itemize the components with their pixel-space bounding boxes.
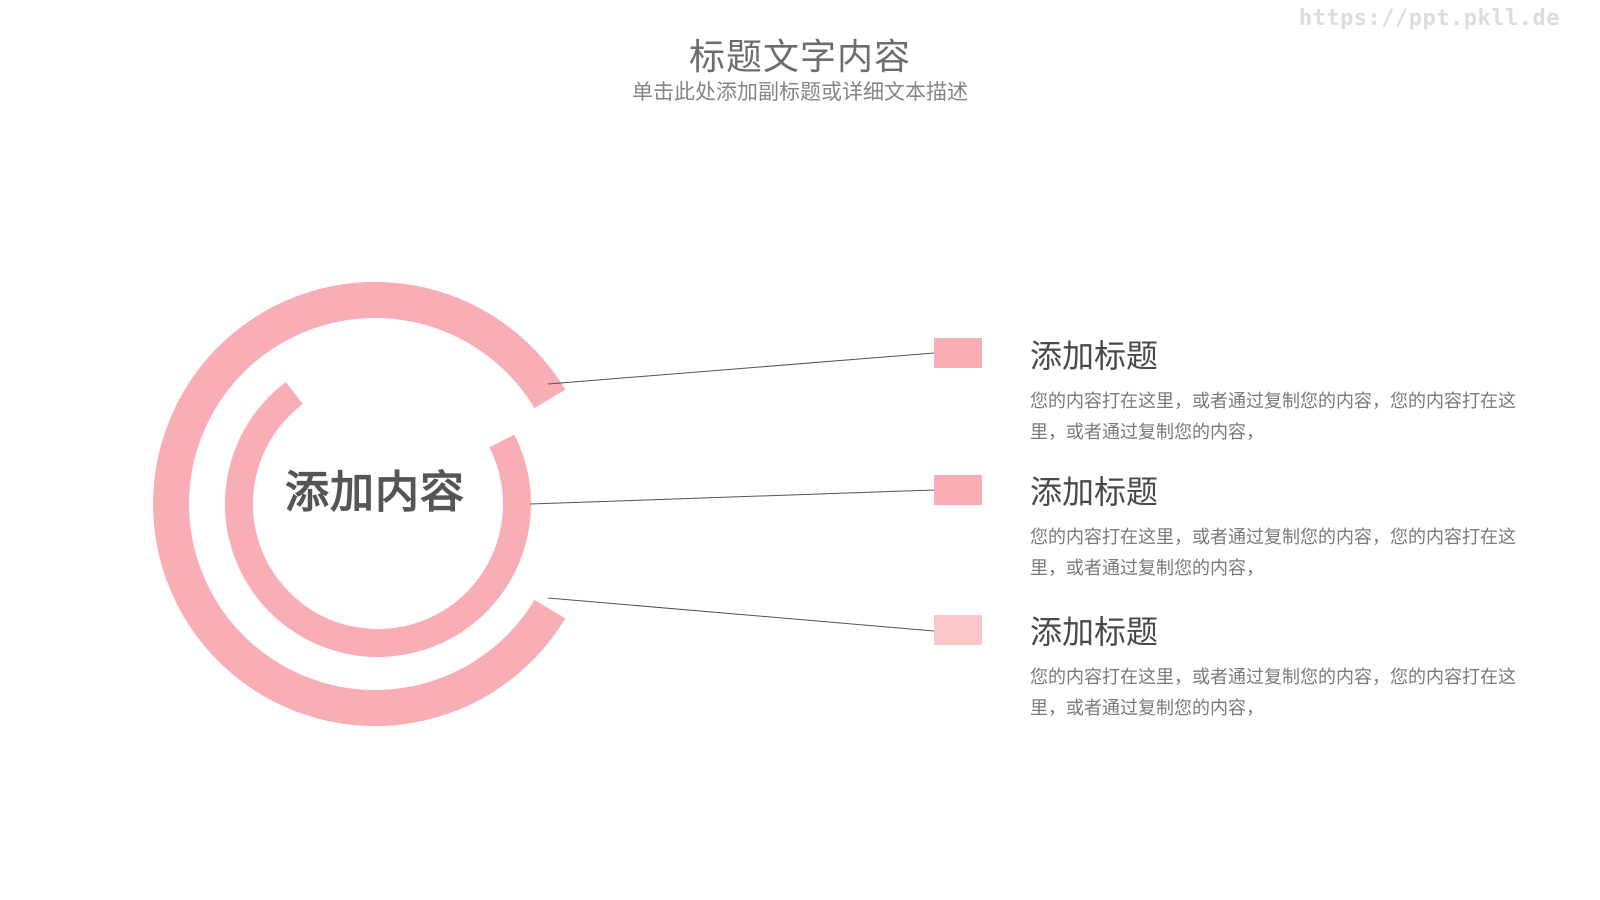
list-item-1: 添加标题 您的内容打在这里，或者通过复制您的内容，您的内容打在这里，或者通过复制… [1030, 336, 1530, 448]
item-marker-3 [934, 615, 982, 645]
page-title: 标题文字内容 [688, 37, 911, 78]
watermark-url: https://ppt.pkll.de [1298, 6, 1560, 31]
item-desc-1: 您的内容打在这里，或者通过复制您的内容，您的内容打在这里，或者通过复制您的内容， [1030, 391, 1516, 443]
item-desc-2: 您的内容打在这里，或者通过复制您的内容，您的内容打在这里，或者通过复制您的内容， [1030, 527, 1516, 579]
list-item-3: 添加标题 您的内容打在这里，或者通过复制您的内容，您的内容打在这里，或者通过复制… [1030, 612, 1530, 724]
connector-line-2 [529, 489, 935, 505]
outer-ring-arc [153, 282, 566, 726]
inner-ring-arc [224, 381, 531, 657]
list-item-2: 添加标题 您的内容打在这里，或者通过复制您的内容，您的内容打在这里，或者通过复制… [1030, 472, 1530, 584]
item-title-2: 添加标题 [1030, 473, 1159, 511]
item-marker-1 [934, 338, 982, 368]
connector-line-3 [547, 597, 935, 632]
page-subtitle: 单击此处添加副标题或详细文本描述 [632, 80, 968, 104]
item-marker-2 [934, 475, 982, 505]
connector-line-1 [547, 352, 935, 385]
item-title-3: 添加标题 [1030, 613, 1159, 651]
center-label: 添加内容 [285, 467, 465, 518]
item-title-1: 添加标题 [1030, 337, 1159, 375]
item-desc-3: 您的内容打在这里，或者通过复制您的内容，您的内容打在这里，或者通过复制您的内容， [1030, 667, 1516, 719]
